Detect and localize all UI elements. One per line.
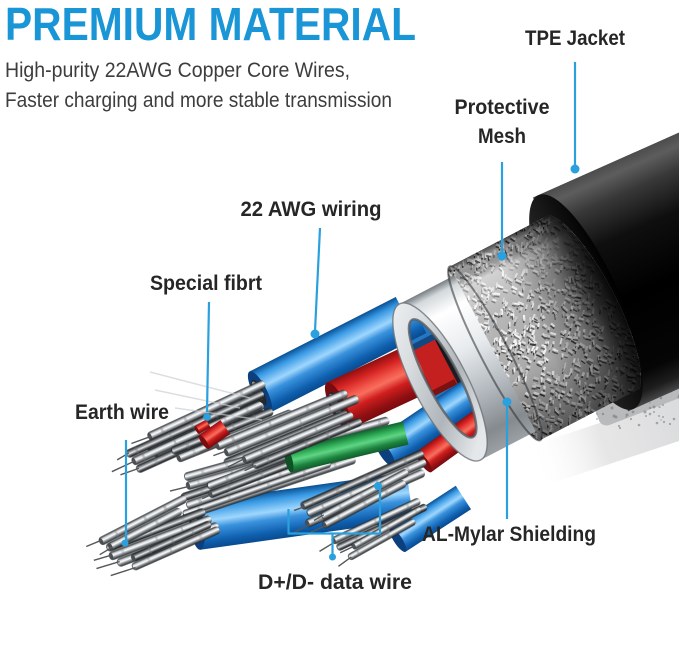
svg-text:Protective: Protective — [455, 95, 550, 119]
svg-text:TPE Jacket: TPE Jacket — [525, 26, 625, 50]
svg-text:High-purity 22AWG Copper Core: High-purity 22AWG Copper Core Wires, — [5, 59, 350, 82]
svg-text:Mesh: Mesh — [478, 124, 526, 148]
svg-text:Earth wire: Earth wire — [75, 400, 169, 424]
svg-text:Faster charging and more stabl: Faster charging and more stable transmis… — [5, 89, 392, 112]
svg-text:22 AWG wiring: 22 AWG wiring — [241, 197, 382, 221]
svg-text:PREMIUM MATERIAL: PREMIUM MATERIAL — [5, 0, 416, 50]
svg-text:Special fibrt: Special fibrt — [150, 271, 262, 295]
svg-text:AL-Mylar Shielding: AL-Mylar Shielding — [422, 522, 596, 546]
svg-text:D+/D- data wire: D+/D- data wire — [258, 570, 412, 594]
